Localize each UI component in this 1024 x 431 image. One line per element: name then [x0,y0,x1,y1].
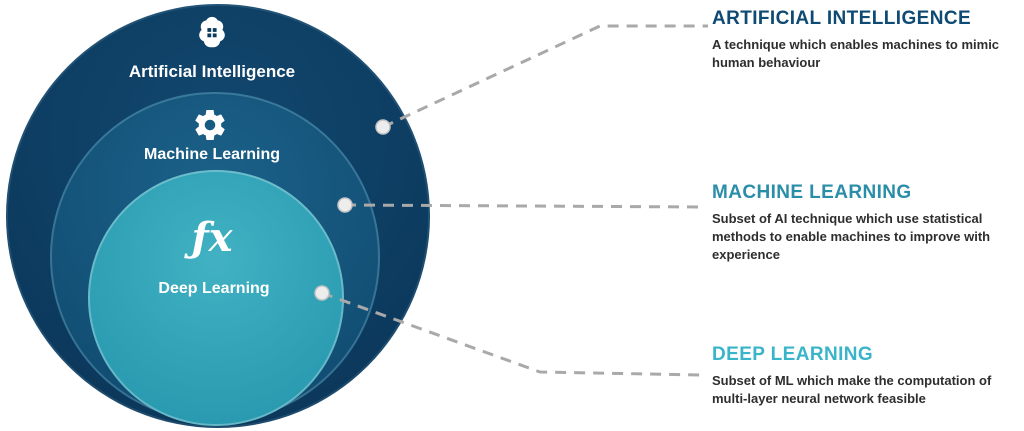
annotation-description-ml: Subset of AI technique which use statist… [712,211,991,263]
annotation-title-dl: DEEP LEARNING [712,344,874,365]
fx-icon: ƒx [177,212,247,264]
circle-label-artificial-intelligence: Artificial Intelligence [128,62,296,81]
gear-icon [191,106,229,144]
circle-deep-learning [88,170,344,426]
annotation-description-ai: A technique which enables machines to mi… [712,37,1000,71]
annotation-deep-learning: DEEP LEARNING Subset of ML which make th… [712,344,1022,408]
connector-line-ai [382,24,708,129]
fx-symbol: ƒx [191,214,233,261]
brain-icon [192,12,232,54]
annotation-artificial-intelligence: ARTIFICIAL INTELLIGENCE A technique whic… [712,8,1022,72]
annotation-title-ml: MACHINE LEARNING [712,182,912,203]
circle-label-deep-learning: Deep Learning [158,280,270,297]
annotation-title-ai: ARTIFICIAL INTELLIGENCE [712,8,972,29]
circle-label-machine-learning: Machine Learning [143,146,281,163]
annotation-machine-learning: MACHINE LEARNING Subset of AI technique … [712,182,1022,265]
annotation-description-dl: Subset of ML which make the computation … [712,373,992,407]
